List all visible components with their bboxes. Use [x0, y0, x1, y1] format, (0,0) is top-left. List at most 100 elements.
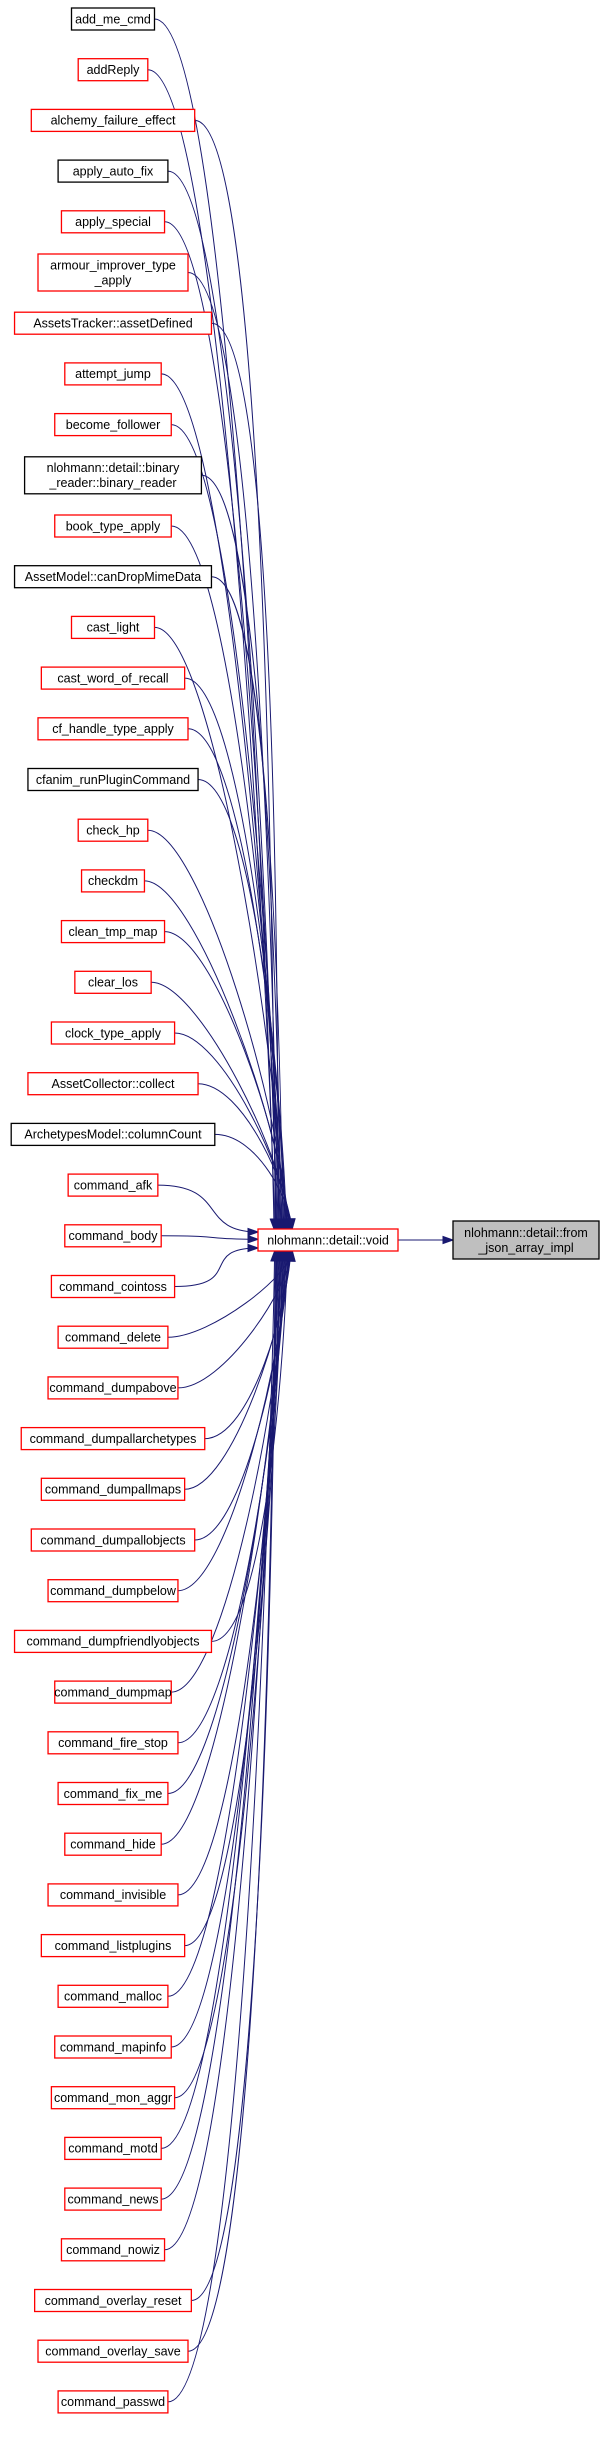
caller-node-cfanim-runplugincommand-box: [27, 767, 199, 792]
edge-command-cointoss-to-hub: [174, 1247, 259, 1287]
target-node[interactable]: nlohmann::detail::from_json_array_impl: [452, 1220, 600, 1260]
caller-node-command-dumpallarchetypes-label: command_dumpallarchetypes: [30, 1432, 197, 1446]
caller-node-command-fix-me[interactable]: command_fix_me: [57, 1781, 169, 1806]
caller-node-apply-special-label: apply_special: [75, 215, 151, 229]
caller-node-archetypesmodel-columncount-label: ArchetypesModel::columnCount: [24, 1128, 202, 1142]
caller-node-command-dumpallmaps[interactable]: command_dumpallmaps: [40, 1477, 186, 1501]
caller-node-assetmodel-candropmimedata[interactable]: AssetModel::canDropMimeData: [13, 565, 213, 589]
caller-node-command-overlay-save[interactable]: command_overlay_save: [37, 2339, 189, 2363]
edge-cast-word-of-recall-to-hub: [184, 677, 286, 1230]
hub-node-box: [257, 1228, 399, 1252]
caller-node-addreply-box: [77, 58, 149, 82]
caller-node-become-follower-label: become_follower: [66, 418, 161, 432]
caller-node-book-type-apply[interactable]: book_type_apply: [54, 514, 172, 538]
caller-node-armour-improver-type-apply[interactable]: armour_improver_type_apply: [37, 253, 189, 292]
caller-node-cast-light[interactable]: cast_light: [70, 615, 156, 640]
caller-node-nlohmann-detail-binary-reader-binary-reader[interactable]: nlohmann::detail::binary_reader::binary_…: [23, 456, 203, 495]
caller-node-command-dumpmap-box: [54, 1680, 172, 1704]
caller-node-command-cointoss-box: [50, 1274, 176, 1299]
caller-node-cast-word-of-recall-label: cast_word_of_recall: [57, 671, 168, 685]
edge-command-body-to-hub: [161, 1235, 259, 1240]
caller-node-command-dumpallobjects[interactable]: command_dumpallobjects: [30, 1528, 196, 1552]
arrowhead-command-body: [247, 1234, 260, 1244]
caller-node-command-nowiz[interactable]: command_nowiz: [60, 2238, 166, 2262]
caller-node-command-passwd-box: [57, 2390, 169, 2414]
caller-node-command-mon-aggr[interactable]: command_mon_aggr: [50, 2086, 176, 2110]
nodes-layer: add_me_cmd addReply alchemy_failure_effect…: [10, 7, 600, 2414]
caller-node-book-type-apply-box: [54, 514, 172, 538]
caller-node-apply-auto-fix-box: [57, 159, 169, 183]
caller-node-check-hp[interactable]: check_hp: [77, 818, 149, 842]
caller-node-command-dumpallmaps-label: command_dumpallmaps: [45, 1483, 181, 1497]
arrowhead-command-afk: [247, 1227, 260, 1237]
edge-archetypesmodel-columncount-to-hub: [214, 1133, 293, 1230]
caller-node-command-fire-stop[interactable]: command_fire_stop: [47, 1731, 179, 1755]
caller-node-command-overlay-reset[interactable]: command_overlay_reset: [34, 2288, 192, 2313]
caller-node-command-passwd-label: command_passwd: [61, 2395, 165, 2409]
caller-node-command-passwd[interactable]: command_passwd: [57, 2390, 169, 2414]
caller-node-apply-auto-fix[interactable]: apply_auto_fix: [57, 159, 169, 183]
arrowhead-archetypesmodel-columncount: [287, 1218, 296, 1231]
caller-node-command-dumpabove[interactable]: command_dumpabove: [47, 1376, 179, 1400]
caller-node-command-dumpfriendlyobjects[interactable]: command_dumpfriendlyobjects: [13, 1629, 213, 1654]
hub-node-label: nlohmann::detail::void: [267, 1233, 389, 1247]
caller-node-cf-handle-type-apply-label: cf_handle_type_apply: [52, 722, 174, 736]
caller-node-command-news[interactable]: command_news: [64, 2187, 162, 2211]
hub-node[interactable]: nlohmann::detail::void: [257, 1228, 399, 1252]
caller-node-command-body[interactable]: command_body: [64, 1224, 162, 1248]
caller-node-cast-word-of-recall[interactable]: cast_word_of_recall: [40, 666, 186, 690]
caller-node-archetypesmodel-columncount[interactable]: ArchetypesModel::columnCount: [10, 1122, 216, 1147]
caller-node-become-follower[interactable]: become_follower: [54, 412, 172, 437]
caller-node-command-afk[interactable]: command_afk: [67, 1173, 159, 1197]
caller-node-command-news-label: command_news: [67, 2192, 158, 2206]
caller-node-check-hp-box: [77, 818, 149, 842]
caller-node-alchemy-failure-effect-label: alchemy_failure_effect: [51, 114, 176, 128]
edge-command-dumpallarchetypes-to-hub: [204, 1250, 292, 1440]
caller-node-alchemy-failure-effect[interactable]: alchemy_failure_effect: [30, 108, 196, 133]
caller-node-command-nowiz-box: [60, 2238, 166, 2262]
caller-node-assetstracker-assetdefined[interactable]: AssetsTracker::assetDefined: [13, 311, 213, 335]
edge-attempt-jump-to-hub: [161, 373, 281, 1230]
caller-node-attempt-jump[interactable]: attempt_jump: [64, 362, 162, 386]
caller-node-command-malloc[interactable]: command_malloc: [57, 1984, 169, 2008]
edge-command-afk-to-hub: [157, 1184, 259, 1233]
caller-node-command-delete[interactable]: command_delete: [57, 1325, 169, 1349]
edge-command-news-to-hub: [161, 1250, 279, 2200]
caller-node-armour-improver-type-apply-label-line-1: armour_improver_type: [50, 258, 176, 272]
caller-node-command-hide[interactable]: command_hide: [64, 1832, 162, 1856]
edges-layer: [144, 18, 455, 2403]
caller-node-clock-type-apply[interactable]: clock_type_apply: [50, 1021, 176, 1045]
caller-node-command-invisible-box: [47, 1883, 179, 1907]
caller-node-command-listplugins[interactable]: command_listplugins: [40, 1933, 186, 1958]
caller-node-command-dumpallarchetypes[interactable]: command_dumpallarchetypes: [20, 1426, 206, 1451]
caller-node-assetmodel-candropmimedata-box: [13, 565, 213, 589]
caller-node-clear-los-box: [74, 970, 152, 994]
caller-node-command-dumpbelow[interactable]: command_dumpbelow: [47, 1579, 179, 1603]
caller-node-add-me-cmd[interactable]: add_me_cmd: [70, 7, 156, 31]
caller-node-checkdm[interactable]: checkdm: [80, 869, 146, 893]
caller-node-cfanim-runplugincommand-label: cfanim_runPluginCommand: [36, 773, 190, 787]
caller-node-apply-special[interactable]: apply_special: [60, 210, 166, 234]
caller-node-command-dumpmap[interactable]: command_dumpmap: [54, 1680, 172, 1704]
caller-node-clock-type-apply-label: clock_type_apply: [65, 1026, 162, 1040]
caller-node-assetcollector-collect[interactable]: AssetCollector::collect: [27, 1072, 199, 1096]
caller-node-command-cointoss[interactable]: command_cointoss: [50, 1274, 176, 1299]
caller-node-command-dumpabove-label: command_dumpabove: [49, 1381, 176, 1395]
caller-node-clean-tmp-map-label: clean_tmp_map: [69, 925, 158, 939]
caller-node-clear-los[interactable]: clear_los: [74, 970, 152, 994]
edge-command-motd-to-hub: [161, 1250, 280, 2149]
caller-node-nlohmann-detail-binary-reader-binary-reader-label-line-2: _reader::binary_reader: [48, 476, 176, 490]
caller-node-command-overlay-save-label: command_overlay_save: [45, 2345, 181, 2359]
caller-node-command-mapinfo[interactable]: command_mapinfo: [54, 2035, 172, 2059]
caller-node-command-fix-me-label: command_fix_me: [64, 1787, 163, 1801]
caller-node-command-invisible[interactable]: command_invisible: [47, 1883, 179, 1907]
caller-node-command-motd[interactable]: command_motd: [64, 2136, 162, 2161]
target-node-label-line-2: _json_array_impl: [477, 1241, 573, 1255]
caller-node-cfanim-runplugincommand[interactable]: cfanim_runPluginCommand: [27, 767, 199, 792]
caller-node-command-overlay-save-box: [37, 2339, 189, 2363]
caller-node-addreply[interactable]: addReply: [77, 58, 149, 82]
caller-node-cf-handle-type-apply[interactable]: cf_handle_type_apply: [37, 717, 189, 741]
caller-node-add-me-cmd-label: add_me_cmd: [75, 12, 151, 26]
caller-node-clean-tmp-map[interactable]: clean_tmp_map: [60, 919, 166, 944]
